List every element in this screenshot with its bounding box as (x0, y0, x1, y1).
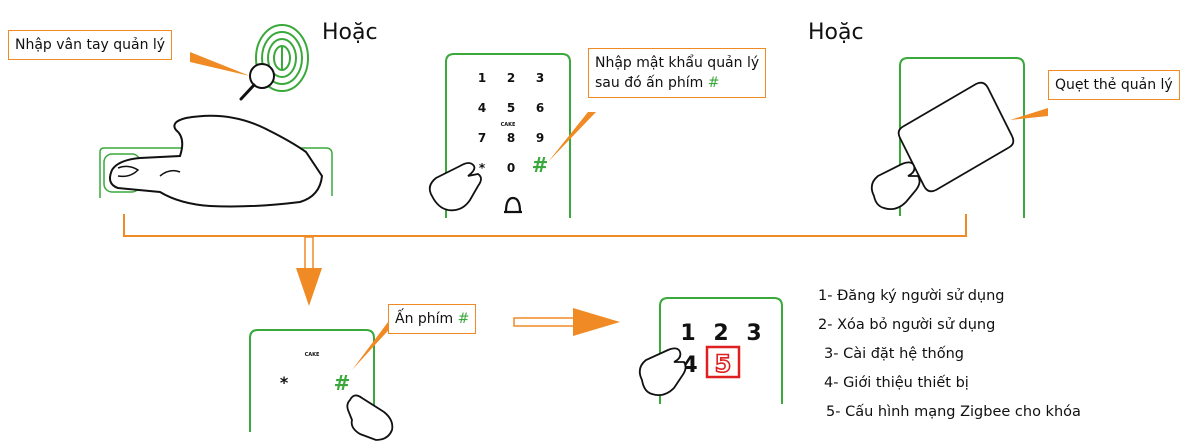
keypad-key-hash: # (532, 153, 549, 177)
password-callout-pointer (548, 112, 596, 162)
keypad-key-star: * (479, 161, 486, 175)
fingerprint-callout-pointer (190, 52, 250, 76)
menu-key-4: 4 (682, 353, 697, 378)
menu-option-3: 3- Cài đặt hệ thống (824, 346, 964, 362)
card-callout: Quẹt thẻ quản lý (1048, 70, 1180, 100)
keypad-key-0: 0 (507, 161, 515, 175)
press-hash-device: CAKE * # (249, 329, 375, 432)
menu-option-1: 1- Đăng ký người sử dụng (818, 288, 1005, 304)
keypad-key-5: 5 (507, 101, 515, 115)
press-hash-callout-pointer (352, 322, 396, 370)
keypad-hand-icon (428, 162, 482, 212)
password-callout-line2: sau đó ấn phím # (595, 73, 759, 93)
fingerprint-callout: Nhập vân tay quản lý (8, 30, 173, 60)
menu-key-2: 2 (713, 321, 728, 346)
press-device-brand-label: CAKE (305, 352, 320, 358)
menu-options-list: 1- Đăng ký người sử dụng 2- Xóa bỏ người… (818, 282, 1081, 427)
keypad-key-9: 9 (536, 131, 544, 145)
menu-hand-icon (638, 347, 687, 397)
menu-option-5: 5- Cấu hình mạng Zigbee cho khóa (826, 404, 1081, 420)
keypad-device: 1 2 3 4 5 6 7 8 9 * 0 # CAKE (445, 53, 571, 218)
password-callout-line2-text: sau đó ấn phím (595, 75, 708, 91)
keypad-key-2: 2 (507, 71, 515, 85)
menu-option-2: 2- Xóa bỏ người sử dụng (818, 317, 996, 333)
keypad-key-4: 4 (478, 101, 486, 115)
press-hash-callout: Ấn phím # (388, 304, 477, 334)
card-reader-device (899, 57, 1025, 218)
magnifier-icon (239, 63, 275, 101)
down-arrow (296, 236, 322, 306)
or-title-left: Hoặc (322, 20, 378, 45)
right-arrow (513, 308, 620, 336)
keypad-key-6: 6 (536, 101, 544, 115)
keypad-key-3: 3 (536, 71, 544, 85)
password-callout: Nhập mật khẩu quản lý sau đó ấn phím # (588, 48, 767, 98)
card-callout-pointer (1010, 108, 1048, 120)
menu-key-5: 5 (715, 350, 732, 378)
bell-icon (504, 196, 522, 214)
menu-key-3: 3 (746, 321, 761, 346)
card-callout-text: Quẹt thẻ quản lý (1055, 77, 1173, 93)
fingerprint-callout-text: Nhập vân tay quản lý (15, 37, 166, 53)
fingerprint-icon (255, 24, 309, 92)
menu-option-4: 4- Giới thiệu thiết bị (824, 375, 969, 391)
or-title-right: Hoặc (808, 20, 864, 45)
menu-keypad-device: 1 2 3 4 5 (659, 297, 783, 404)
keypad-key-7: 7 (478, 131, 486, 145)
menu-key-1: 1 (680, 321, 695, 346)
press-hand-icon (346, 394, 394, 441)
keypad-key-8: 8 (507, 131, 515, 145)
press-hash-callout-hash: # (457, 311, 470, 327)
password-callout-line1: Nhập mật khẩu quản lý (595, 55, 760, 71)
press-hash-callout-text: Ấn phím (395, 311, 458, 327)
keypad-key-1: 1 (478, 71, 486, 85)
press-device-star-key: * (280, 373, 289, 392)
card-hand-icon (870, 161, 921, 211)
press-device-hash-key: # (334, 371, 351, 395)
card-icon (897, 81, 1015, 193)
fingerprint-reader-illustration (99, 114, 333, 208)
menu-key-5-highlight (705, 345, 741, 379)
merge-bracket-line (123, 214, 967, 237)
keypad-brand-label: CAKE (501, 122, 516, 128)
password-callout-hash: # (707, 75, 720, 91)
